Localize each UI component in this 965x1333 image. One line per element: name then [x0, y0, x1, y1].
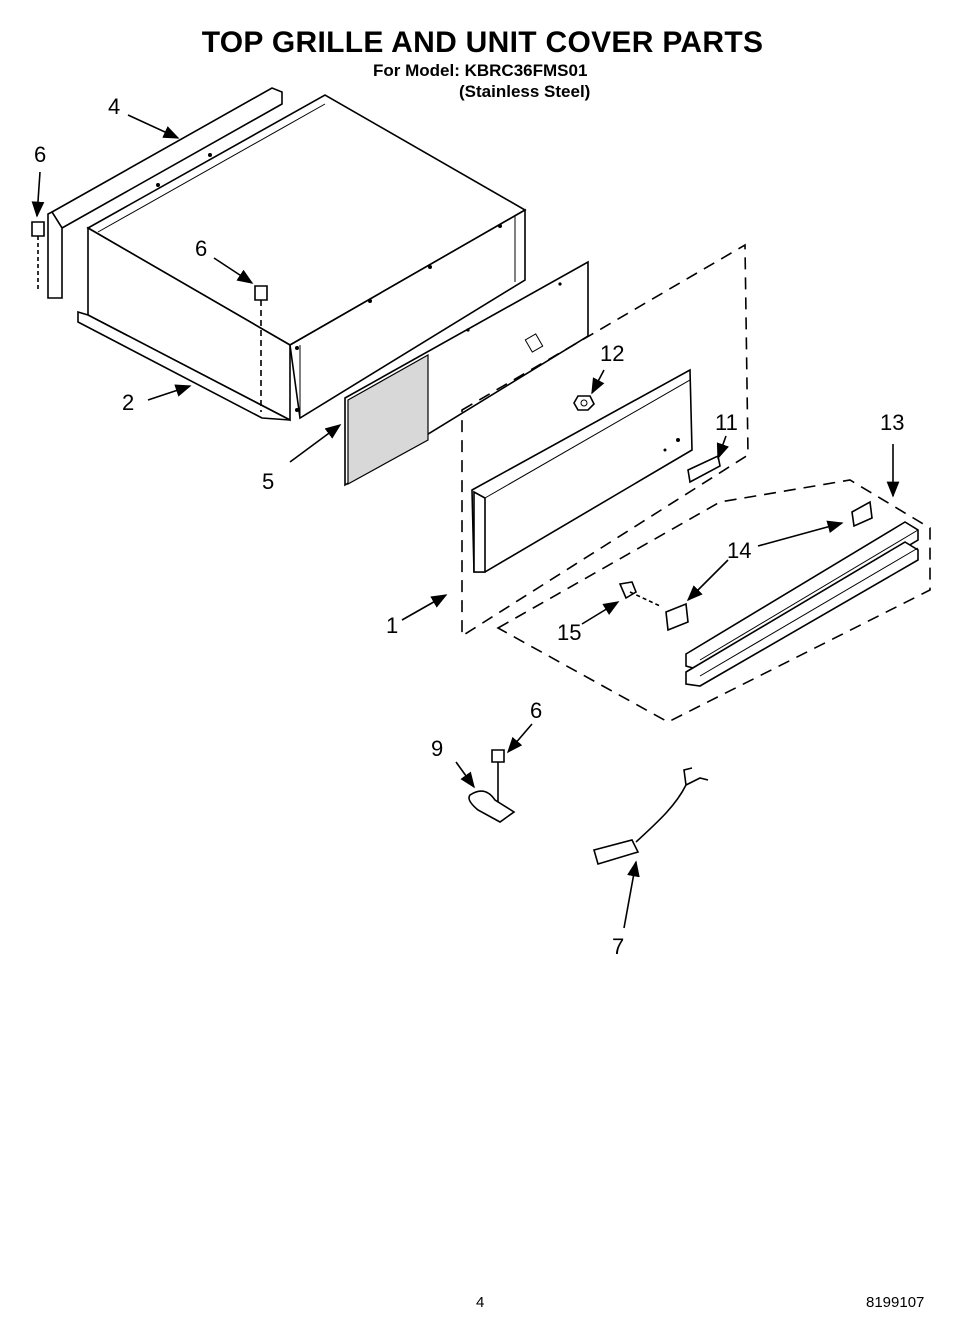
part-13-trim [685, 521, 919, 687]
callout-14: 14 [727, 538, 751, 563]
callout-6-left: 6 [34, 142, 46, 167]
page-title: TOP GRILLE AND UNIT COVER PARTS [201, 26, 764, 59]
callout-7: 7 [612, 934, 624, 959]
part-15-screw [618, 581, 661, 607]
callout-6-lower: 6 [530, 698, 542, 723]
leader-arrows [31, 114, 900, 929]
model-line: For Model: KBRC36FMS01 [373, 61, 588, 80]
part-11-badge [687, 454, 721, 484]
part-4-rear-bracket [47, 87, 283, 299]
page-number: 4 [476, 1294, 485, 1311]
part-2-unit-cover [77, 94, 527, 422]
callout-6-center: 6 [195, 236, 207, 261]
callout-15: 15 [557, 620, 581, 645]
part-13-dashed-group [496, 479, 931, 723]
callout-2: 2 [122, 390, 134, 415]
part-14-clip-lower [665, 602, 689, 632]
part-12-nut [573, 395, 595, 411]
part-6-screw-left [31, 221, 45, 290]
callout-13: 13 [880, 410, 904, 435]
callout-12: 12 [600, 341, 624, 366]
part-7-wire-harness [593, 767, 709, 865]
callout-11: 11 [715, 410, 738, 435]
part-1-front-panel [471, 368, 693, 573]
callout-1: 1 [386, 613, 398, 638]
part-1-dashed-group [461, 243, 749, 638]
document-number: 8199107 [866, 1294, 925, 1311]
part-5-grille-panel [344, 260, 589, 487]
callout-9: 9 [431, 736, 443, 761]
callout-4: 4 [108, 94, 120, 119]
part-14-clip-upper [851, 500, 873, 528]
part-6-screw-lower [491, 749, 505, 802]
callout-5: 5 [262, 469, 274, 494]
variant-label: (Stainless Steel) [459, 82, 591, 101]
part-6-screw-center [254, 285, 268, 412]
part-9-clamp [468, 790, 516, 823]
